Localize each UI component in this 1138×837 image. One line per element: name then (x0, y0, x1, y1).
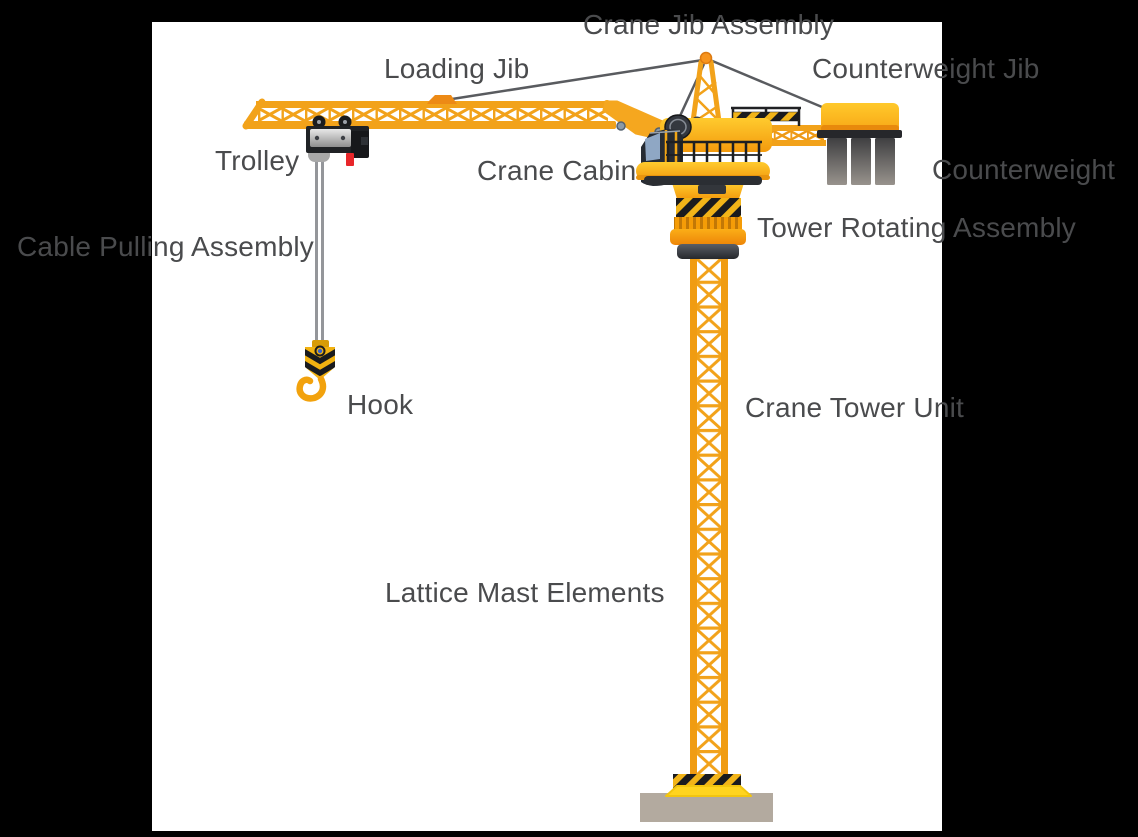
label-crane-cabin: Crane Cabin (477, 155, 637, 186)
counterweight-slab (851, 138, 871, 185)
foundation (640, 774, 773, 822)
trolley-red-tag (346, 153, 354, 166)
hook-curve (296, 375, 327, 402)
trolley-graphic (306, 115, 369, 166)
tower-rotating-assembly (670, 183, 746, 259)
counterweight-slab (827, 138, 847, 185)
label-tower-rotating-assembly: Tower Rotating Assembly (757, 212, 1076, 243)
turret-hazard-band (676, 198, 741, 217)
label-counterweight-jib: Counterweight Jib (812, 53, 1040, 84)
foundation-slab (640, 793, 773, 822)
counterweight-jib-structure (722, 106, 826, 146)
label-crane-jib-assembly: Crane Jib Assembly (583, 9, 835, 40)
diagram-canvas (152, 22, 942, 831)
label-loading-jib: Loading Jib (384, 53, 530, 84)
label-lattice-mast-elements: Lattice Mast Elements (385, 577, 665, 608)
hoist-cable (315, 158, 324, 344)
label-crane-tower-unit: Crane Tower Unit (745, 392, 964, 423)
hook-hub (317, 348, 323, 354)
counterweight-block (817, 103, 902, 185)
hook-graphic (296, 340, 335, 402)
cabin-window (645, 133, 660, 161)
apex-tip (699, 51, 713, 65)
lattice-mast (690, 256, 728, 776)
platform-railing (666, 140, 762, 168)
base-pad (665, 785, 752, 797)
label-cable-pulling-assembly: Cable Pulling Assembly (17, 231, 314, 262)
label-hook: Hook (347, 389, 414, 420)
tie-attachment-fitting (427, 95, 457, 104)
slewing-platform (636, 162, 770, 185)
counterweight-slab (875, 138, 895, 185)
label-trolley: Trolley (215, 145, 300, 176)
label-counterweight: Counterweight (932, 154, 1116, 185)
